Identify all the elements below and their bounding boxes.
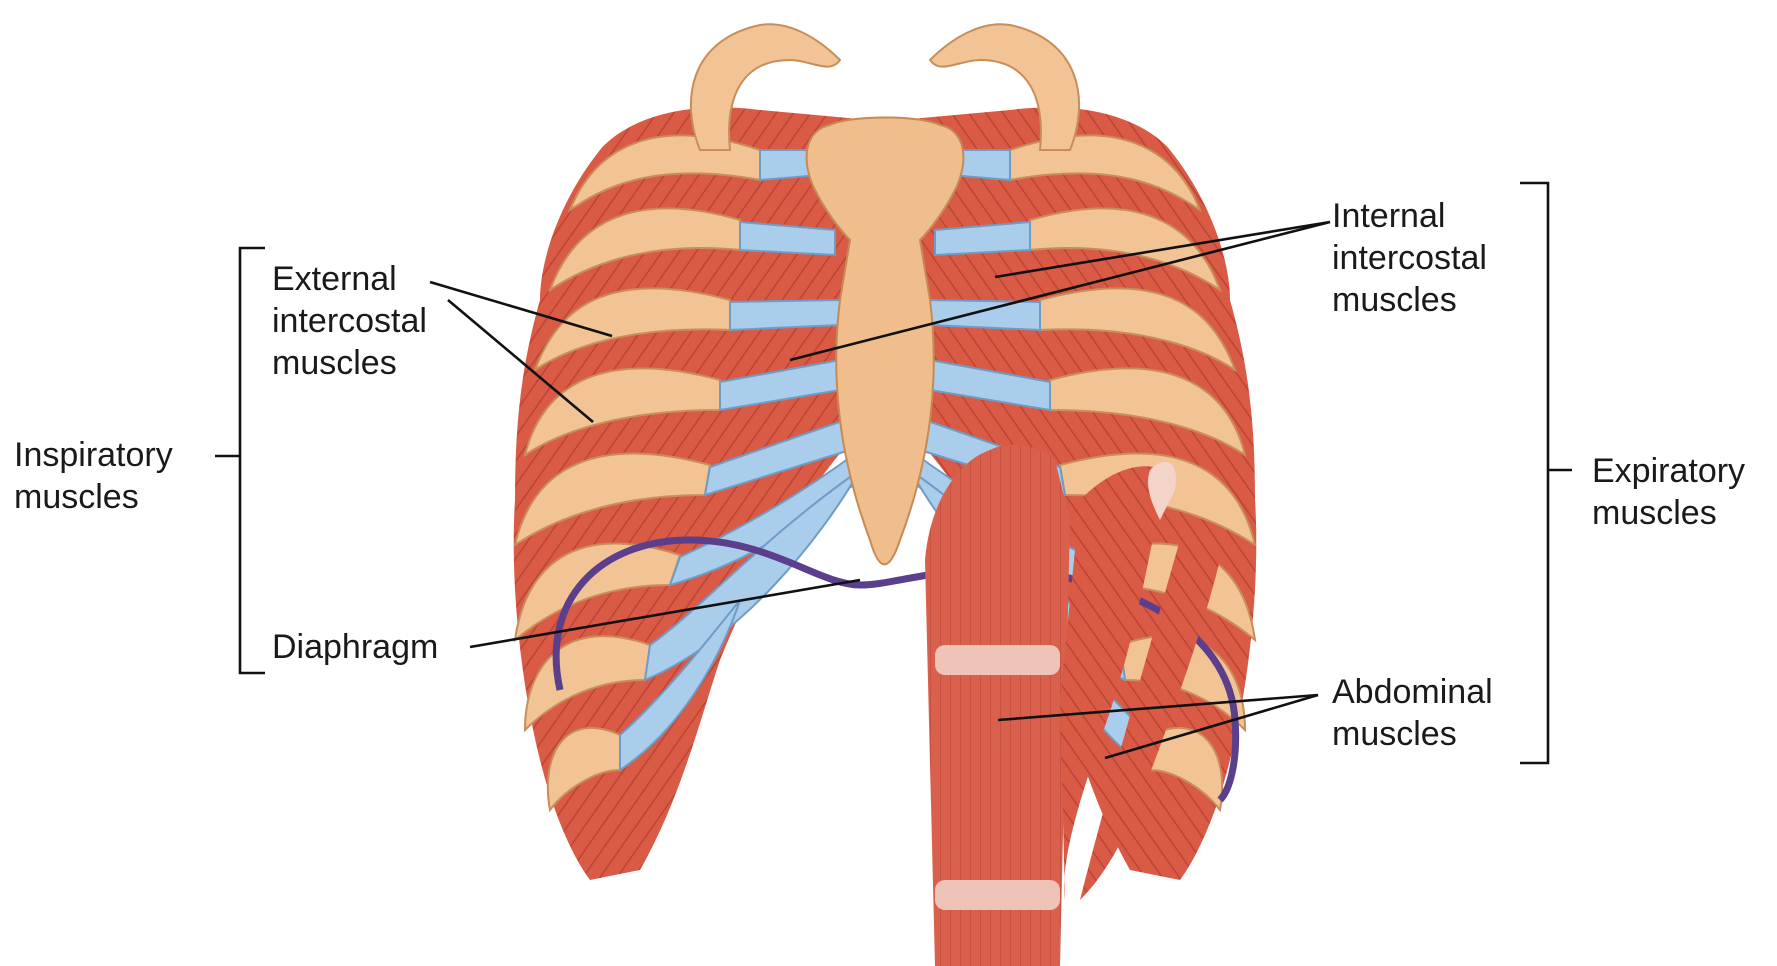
external-intercostal-label: External intercostal muscles [272, 260, 436, 382]
diaphragm-label: Diaphragm [272, 628, 438, 666]
cartilage [730, 300, 840, 330]
cartilage [930, 300, 1040, 330]
abdominal-label: Abdominal muscles [1332, 673, 1502, 753]
tendinous-intersection [935, 645, 1060, 675]
expiratory-label: Expiratory muscles [1592, 452, 1755, 532]
inspiratory-label: Inspiratory muscles [14, 436, 182, 516]
expiratory-bracket [1520, 183, 1572, 763]
tendinous-intersection [935, 880, 1060, 910]
inspiratory-bracket [215, 248, 265, 673]
internal-intercostal-label: Internal intercostal muscles [1332, 197, 1496, 319]
